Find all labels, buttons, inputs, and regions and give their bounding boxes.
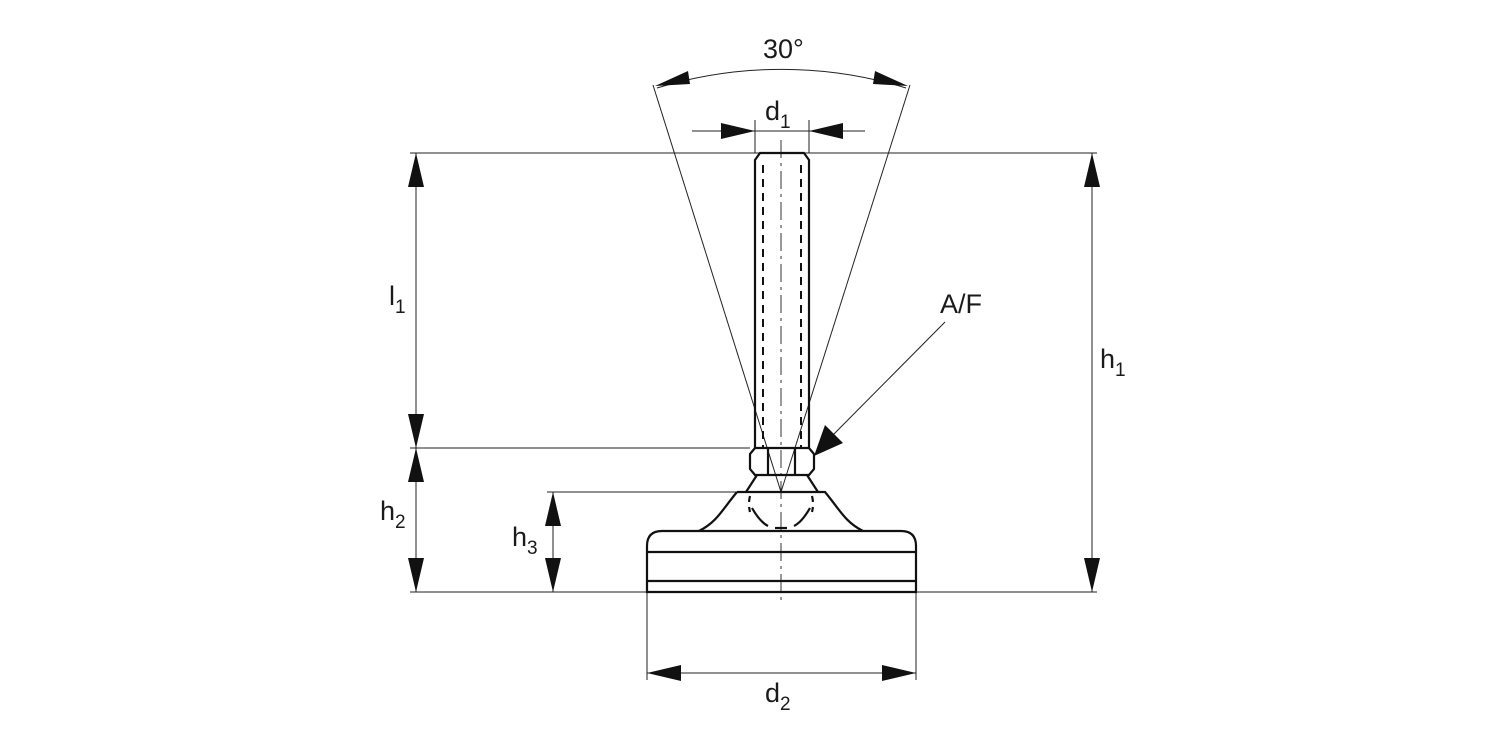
dimension-l1-h2 xyxy=(408,153,424,592)
label-angle: 30° xyxy=(763,34,804,64)
label-h3: h3 xyxy=(512,522,538,559)
angle-dimension xyxy=(652,68,911,493)
label-af: A/F xyxy=(940,289,982,319)
af-leader xyxy=(814,321,946,456)
dimension-h3 xyxy=(545,492,561,592)
foot-base xyxy=(645,474,918,594)
label-d2: d2 xyxy=(765,678,791,715)
dimension-d1 xyxy=(692,123,865,139)
label-d1: d1 xyxy=(765,96,791,133)
extension-lines xyxy=(410,120,1097,680)
dimension-d2 xyxy=(647,665,916,681)
label-h2: h2 xyxy=(380,496,406,533)
label-l1: l1 xyxy=(389,281,406,318)
threaded-stud xyxy=(753,151,811,448)
hex-nut xyxy=(748,446,816,477)
dimension-h1 xyxy=(1084,153,1100,592)
label-h1: h1 xyxy=(1100,344,1126,381)
